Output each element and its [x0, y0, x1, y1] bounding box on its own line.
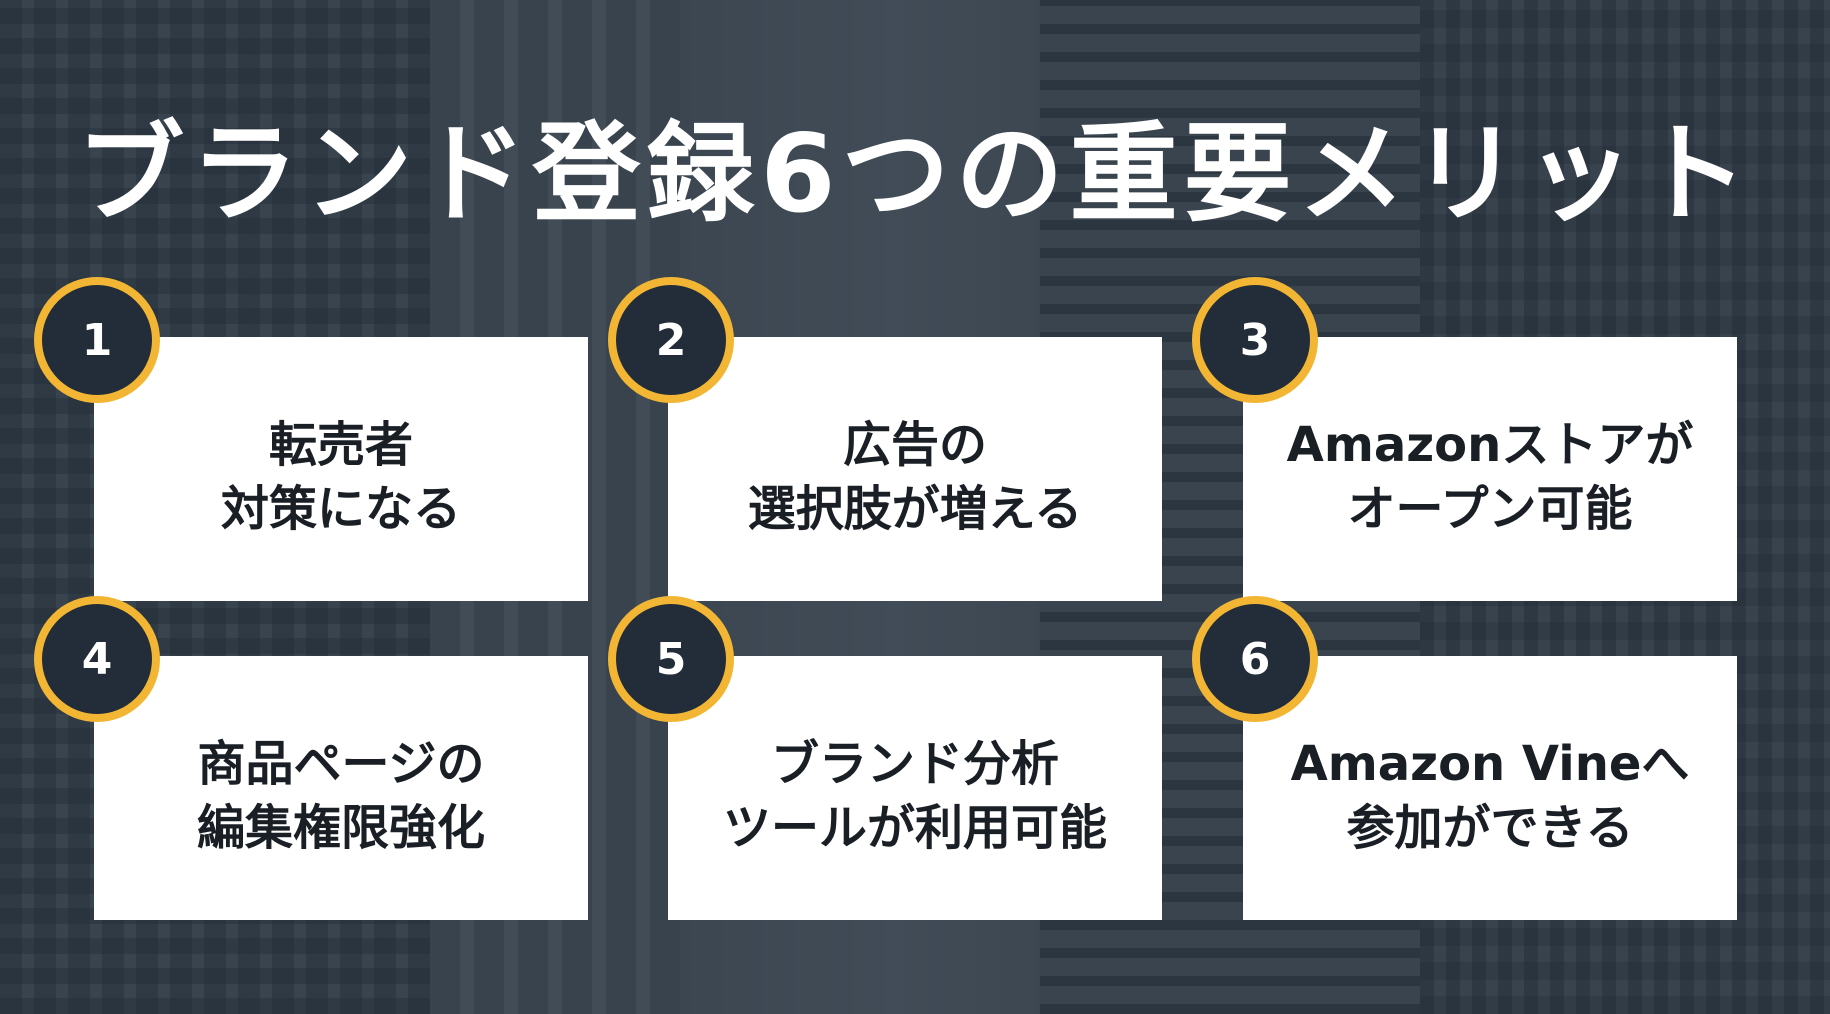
merit-line: 商品ページの [197, 736, 485, 792]
merit-line: 広告の [842, 417, 987, 473]
merit-text: 広告の 選択肢が増える [748, 397, 1083, 541]
merit-line: オープン可能 [1347, 481, 1633, 537]
merit-card-3: Amazonストアが オープン可能 [1243, 337, 1737, 601]
merit-text: Amazonストアが オープン可能 [1287, 397, 1694, 541]
merit-text: 商品ページの 編集権限強化 [197, 716, 485, 860]
merit-text: ブランド分析 ツールが利用可能 [723, 716, 1107, 860]
merit-line: ブランド分析 [770, 736, 1059, 792]
number-badge: 4 [34, 596, 160, 722]
slide-title: ブランド登録6つの重要メリット [76, 112, 1754, 237]
merit-line: 転売者 [268, 417, 413, 473]
merit-text: 転売者 対策になる [221, 397, 461, 541]
merit-line: 編集権限強化 [196, 800, 485, 856]
number-badge: 3 [1192, 277, 1318, 403]
number-badge: 5 [608, 596, 734, 722]
merit-card-6: Amazon Vineへ 参加ができる [1243, 656, 1737, 920]
merit-line: 対策になる [220, 481, 461, 537]
merit-card-2: 広告の 選択肢が増える [668, 337, 1162, 601]
merit-line: 選択肢が増える [747, 481, 1083, 537]
number-badge: 2 [608, 277, 734, 403]
merit-line: ツールが利用可能 [722, 800, 1107, 856]
merit-card-1: 転売者 対策になる [94, 337, 588, 601]
merit-line: Amazonストアが [1286, 417, 1694, 473]
merit-card-5: ブランド分析 ツールが利用可能 [668, 656, 1162, 920]
merit-text: Amazon Vineへ 参加ができる [1291, 716, 1690, 860]
merit-line: 参加ができる [1346, 800, 1634, 856]
number-badge: 6 [1192, 596, 1318, 722]
number-badge: 1 [34, 277, 160, 403]
merit-line: Amazon Vineへ [1290, 736, 1690, 792]
merit-card-4: 商品ページの 編集権限強化 [94, 656, 588, 920]
